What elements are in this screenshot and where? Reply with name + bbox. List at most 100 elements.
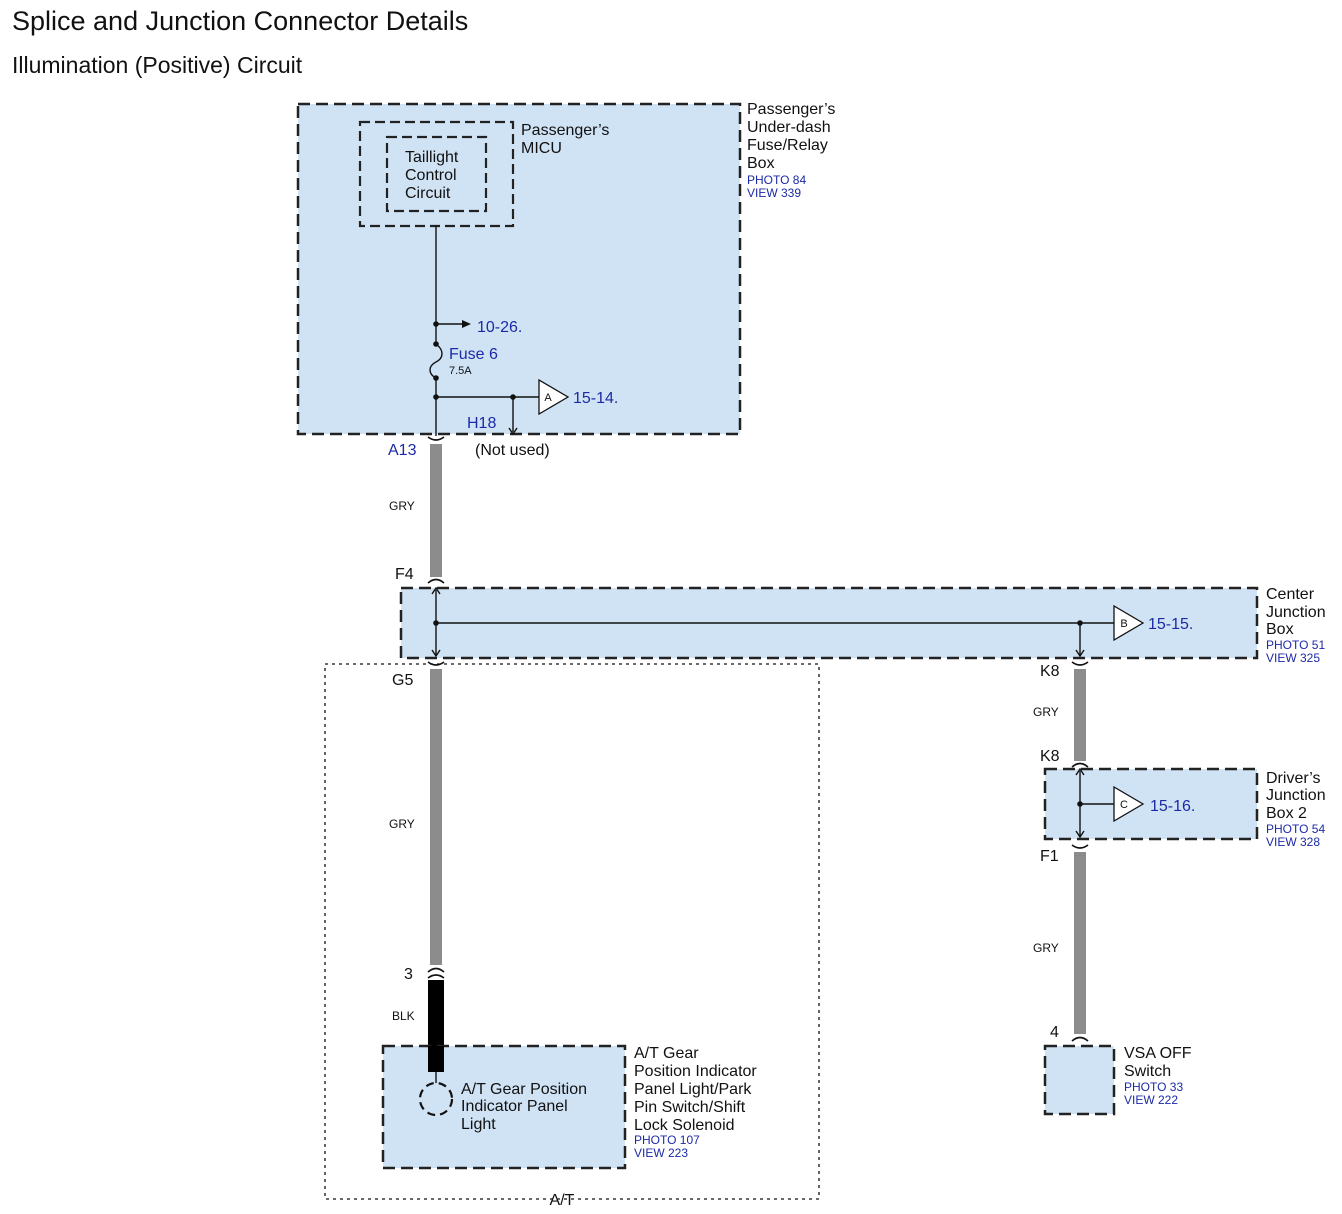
connector-pin-3: 3 (404, 966, 413, 983)
fuse-rating: 7.5A (449, 365, 472, 377)
at-group-label: A/T (550, 1192, 575, 1209)
svg-text:VSA OFF: VSA OFF (1124, 1045, 1192, 1062)
svg-text:Box: Box (1266, 621, 1294, 638)
connector-a13: A13 (388, 442, 417, 459)
svg-text:Center: Center (1266, 586, 1315, 603)
connector-k8-bottom: K8 (1040, 748, 1060, 765)
bulb-icon (418, 1081, 454, 1117)
svg-text:Panel Light/Park: Panel Light/Park (634, 1081, 752, 1098)
svg-text:Passenger’s: Passenger’s (747, 101, 835, 118)
connector-k8-icon (1071, 762, 1089, 768)
vsa-off-switch[interactable] (1043, 1044, 1116, 1116)
svg-text:A/T Gear Position: A/T Gear Position (461, 1081, 587, 1098)
splice-dot-icon (433, 394, 439, 400)
page-subtitle: Illumination (Positive) Circuit (12, 52, 303, 78)
svg-text:Control: Control (405, 167, 457, 184)
vsa-view-ref: VIEW 222 (1124, 1093, 1178, 1107)
triangle-a-icon (538, 378, 570, 416)
svg-text:A/T Gear: A/T Gear (634, 1045, 699, 1062)
svg-text:Junction: Junction (1266, 604, 1326, 621)
vsa-switch-label: VSA OFF Switch PHOTO 33 VIEW 222 (1124, 1045, 1192, 1107)
svg-text:Lock Solenoid: Lock Solenoid (634, 1117, 735, 1134)
wire-gry-4-label: GRY (1033, 941, 1059, 955)
connector-a13-icon (427, 436, 445, 441)
splice-dot-icon (433, 620, 439, 626)
splice-dot-icon (510, 394, 516, 400)
xref-10-26[interactable]: 10-26. (477, 319, 522, 336)
connector-3-icon (427, 974, 445, 979)
connector-g5-icon (427, 661, 445, 666)
svg-text:Pin Switch/Shift: Pin Switch/Shift (634, 1099, 746, 1116)
svg-text:Box 2: Box 2 (1266, 805, 1307, 822)
taillight-control-label: Taillight Control Circuit (405, 149, 459, 202)
xref-15-16[interactable]: 15-16. (1150, 798, 1195, 815)
fuse-terminal-icon (433, 341, 439, 347)
wire-blk-end (428, 1046, 444, 1072)
svg-text:Fuse/Relay: Fuse/Relay (747, 137, 828, 154)
svg-text:Box: Box (747, 155, 775, 172)
svg-text:Switch: Switch (1124, 1063, 1171, 1080)
connector-h18: H18 (467, 415, 496, 432)
gear-light-label: A/T Gear Position Indicator Panel Light (461, 1081, 587, 1133)
fuse-terminal-icon (433, 375, 439, 381)
svg-text:Indicator Panel: Indicator Panel (461, 1098, 568, 1115)
connector-4-icon (1071, 1036, 1089, 1042)
page-title: Splice and Junction Connector Details (12, 6, 468, 36)
underdash-fuse-box[interactable] (296, 102, 742, 436)
splice-dot-icon (433, 321, 439, 327)
drivers-junction-photo-ref: PHOTO 54 (1266, 822, 1325, 836)
wire-gry-4[interactable] (1074, 852, 1086, 1034)
wire-gry-3-label: GRY (1033, 705, 1059, 719)
svg-text:Driver’s: Driver’s (1266, 770, 1321, 787)
underdash-view-ref: VIEW 339 (747, 186, 801, 200)
splice-dot-icon (1077, 801, 1083, 807)
connector-k8-top: K8 (1040, 663, 1060, 680)
wire-gry-1[interactable] (430, 444, 442, 577)
svg-text:Under-dash: Under-dash (747, 119, 831, 136)
svg-text:Taillight: Taillight (405, 149, 459, 166)
center-junction-photo-ref: PHOTO 51 (1266, 638, 1325, 652)
svg-text:Light: Light (461, 1116, 496, 1133)
gear-indicator-view-ref: VIEW 223 (634, 1146, 688, 1160)
xref-15-15[interactable]: 15-15. (1148, 616, 1193, 633)
svg-text:Circuit: Circuit (405, 185, 451, 202)
micu-label: Passenger’s MICU (521, 122, 609, 157)
wire-gry-2-label: GRY (389, 817, 415, 831)
connector-f4-icon (427, 578, 445, 584)
svg-text:Passenger’s: Passenger’s (521, 122, 609, 139)
pin-arrow-icon (508, 427, 518, 436)
connector-3-icon (427, 967, 445, 973)
connector-k8-icon (1071, 661, 1089, 666)
svg-text:Junction: Junction (1266, 787, 1326, 804)
svg-text:MICU: MICU (521, 140, 562, 157)
taillight-control-box[interactable] (385, 135, 488, 213)
svg-text:Position Indicator: Position Indicator (634, 1063, 757, 1080)
connector-f4: F4 (395, 566, 414, 583)
underdash-photo-ref: PHOTO 84 (747, 173, 806, 187)
center-junction-view-ref: VIEW 325 (1266, 651, 1320, 665)
vsa-photo-ref: PHOTO 33 (1124, 1080, 1183, 1094)
wire-blk-label: BLK (392, 1009, 415, 1023)
triangle-b-icon (1113, 604, 1145, 642)
wire-gry-2[interactable] (430, 669, 442, 965)
drivers-junction-view-ref: VIEW 328 (1266, 835, 1320, 849)
connector-g5: G5 (392, 672, 413, 689)
center-junction-label: Center Junction Box PHOTO 51 VIEW 325 (1266, 586, 1326, 665)
triangle-c-label: C (1120, 799, 1128, 811)
not-used-label: (Not used) (475, 442, 550, 459)
arrow-icon (462, 320, 471, 328)
gear-indicator-photo-ref: PHOTO 107 (634, 1133, 700, 1147)
gear-indicator-label: A/T Gear Position Indicator Panel Light/… (634, 1045, 757, 1160)
drivers-junction-label: Driver’s Junction Box 2 PHOTO 54 VIEW 32… (1266, 770, 1326, 849)
xref-15-14[interactable]: 15-14. (573, 390, 618, 407)
triangle-a-label: A (544, 392, 552, 404)
wire-gry-1-label: GRY (389, 499, 415, 513)
connector-f1-icon (1071, 844, 1089, 849)
triangle-b-label: B (1120, 618, 1127, 630)
splice-dot-icon (1077, 620, 1083, 626)
triangle-c-icon (1113, 785, 1145, 823)
at-group-outline (324, 663, 820, 1200)
wire-gry-3[interactable] (1074, 669, 1086, 761)
fuse-label: Fuse 6 (449, 346, 498, 363)
